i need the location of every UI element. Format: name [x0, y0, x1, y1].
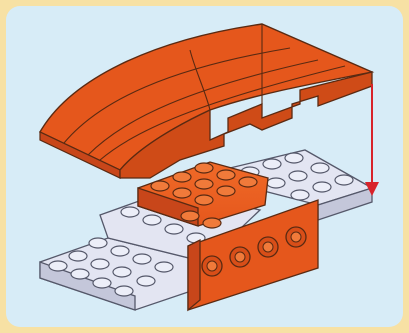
instruction-panel: [6, 6, 403, 327]
down-arrow-icon: [365, 84, 379, 196]
curved-slope-brick-icon: [40, 24, 372, 178]
lego-assembly-illustration: [6, 6, 403, 327]
